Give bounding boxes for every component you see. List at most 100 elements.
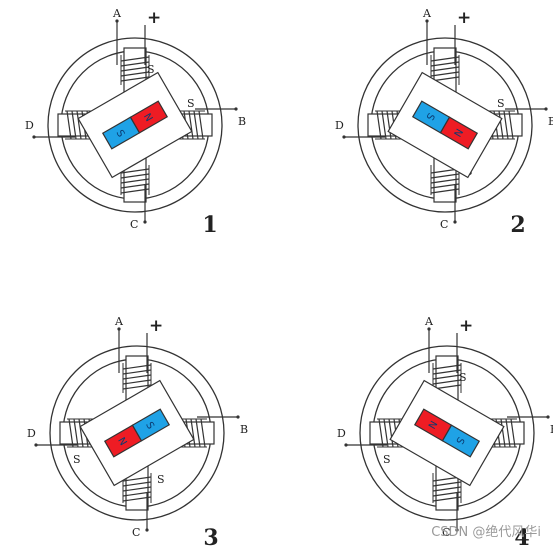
terminal-dot-c (145, 528, 149, 532)
terminal-dot-d (34, 443, 38, 447)
terminal-dot-c (143, 220, 147, 224)
pole-label-top: S (459, 371, 467, 384)
coil-winding (432, 379, 462, 385)
coil-winding (200, 418, 206, 448)
pole-top (122, 355, 152, 401)
magnet-right-half (129, 100, 169, 134)
pole-label-bottom: S (157, 473, 165, 486)
terminal-dot-b (236, 415, 240, 419)
rotor: SN (387, 71, 503, 179)
pole-top (430, 47, 460, 93)
pin-label-d: D (337, 427, 346, 440)
coil-winding (193, 110, 199, 140)
coil-winding (430, 183, 460, 189)
magnet-right-letter: N (451, 126, 464, 138)
coil-winding (430, 66, 460, 72)
coil-winding (500, 418, 506, 448)
coil-winding (386, 110, 392, 140)
coil-winding (120, 178, 150, 184)
magnet-right-half (439, 116, 479, 150)
coil-winding (383, 418, 389, 448)
coil-winding (66, 110, 72, 140)
magnet-right-half (441, 424, 481, 458)
step-number: 3 (203, 525, 218, 550)
pole-label-right: S (187, 97, 195, 110)
stator-outer-ring (357, 37, 533, 213)
coil-winding (68, 418, 74, 448)
terminal-dot-a (115, 19, 119, 23)
coil-winding (122, 476, 152, 482)
terminal-dot-a (117, 327, 121, 331)
coil-winding (430, 56, 460, 62)
magnet-left-letter: N (425, 418, 438, 430)
stator-outer-ring (359, 345, 535, 521)
pin-label-b: B (238, 115, 246, 128)
magnet-right-letter: S (453, 435, 466, 446)
step-number: 2 (510, 212, 525, 238)
pin-label-plus: + (147, 8, 161, 28)
coil-winding (190, 418, 196, 448)
terminal-dot-d (32, 135, 36, 139)
magnet-right-letter: S (143, 420, 156, 431)
pin-label-b: B (240, 423, 248, 436)
magnet-left-letter: S (113, 128, 126, 139)
terminal-dot-a (425, 19, 429, 23)
coil-winding (73, 418, 79, 448)
coil-winding (120, 168, 150, 174)
pin-label-d: D (335, 119, 344, 132)
magnet-right-half (131, 408, 171, 442)
step-number: 1 (202, 212, 217, 238)
stator-outer-ring (47, 37, 223, 213)
coil-winding (120, 66, 150, 72)
pin-label-plus: + (457, 8, 471, 28)
coil-winding (78, 418, 84, 448)
coil-winding (432, 481, 462, 487)
coil-winding (120, 56, 150, 62)
coil-winding (388, 418, 394, 448)
coil-winding (508, 110, 514, 140)
coil-winding (430, 61, 460, 67)
coil-winding (122, 364, 152, 370)
rotor: NS (389, 379, 505, 487)
pin-label-c: C (440, 218, 448, 231)
terminal-dot-d (344, 443, 348, 447)
pole-label-top: S (147, 63, 155, 76)
coil-winding (122, 486, 152, 492)
pole-bottom (122, 465, 152, 511)
coil-winding (122, 374, 152, 380)
pin-label-b: B (550, 423, 553, 436)
pin-label-a: A (114, 315, 124, 328)
coil-winding (120, 76, 150, 82)
coil-winding (122, 481, 152, 487)
terminal-dot-b (544, 107, 548, 111)
coil-winding (503, 110, 509, 140)
pole-bottom (430, 157, 460, 203)
coil-winding (120, 173, 150, 179)
pin-label-a: A (112, 7, 122, 20)
coil-winding (122, 369, 152, 375)
rotor: SN (77, 71, 193, 179)
coil-winding (195, 418, 201, 448)
coil-winding (430, 71, 460, 77)
coil-winding (120, 188, 150, 194)
pin-label-c: C (442, 526, 450, 539)
stator-outer-ring (49, 345, 225, 521)
terminal-dot-d (342, 135, 346, 139)
coil-winding (122, 379, 152, 385)
coil-winding (432, 374, 462, 380)
coil-winding (430, 178, 460, 184)
terminal-dot-c (453, 220, 457, 224)
coil-winding (120, 61, 150, 67)
coil-winding (432, 486, 462, 492)
step-number: 4 (514, 525, 529, 550)
coil-winding (510, 418, 516, 448)
terminal-dot-b (546, 415, 550, 419)
magnet-left-letter: N (115, 436, 128, 448)
coil-winding (432, 364, 462, 370)
pole-label-left: S (383, 453, 391, 466)
coil-winding (378, 418, 384, 448)
terminal-dot-c (455, 528, 459, 532)
coil-winding (188, 110, 194, 140)
